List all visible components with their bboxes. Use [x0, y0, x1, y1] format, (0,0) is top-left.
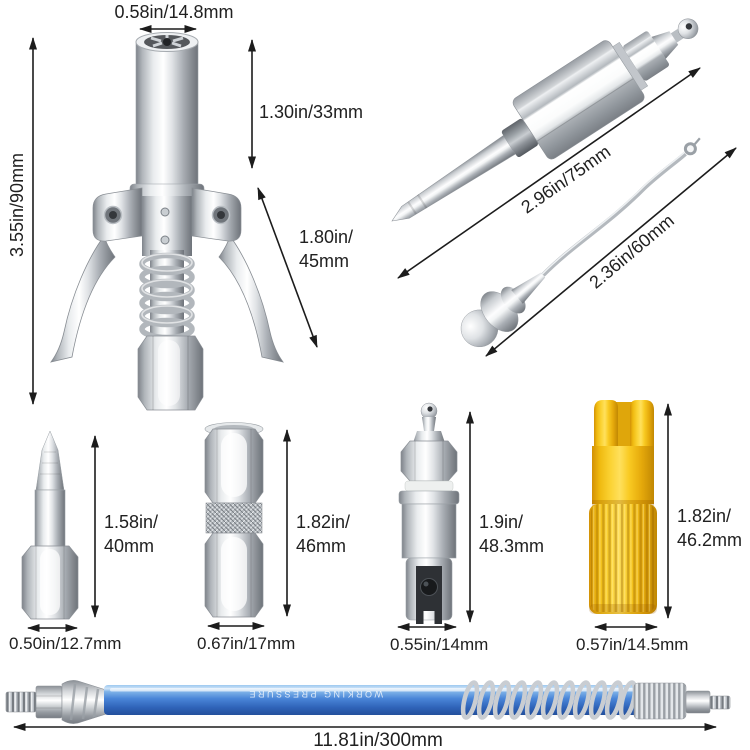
adapter-collar: [398, 490, 460, 505]
dim-coupler-barrel-height: 1.30in/33mm: [248, 39, 363, 169]
needle-short-label: 2.36in/60mm: [585, 210, 678, 292]
dim-hose-length: 11.81in/300mm: [13, 723, 717, 750]
dim-cap-height: 1.82in/ 46.2mm: [664, 403, 742, 619]
double-hex-coupler: [204, 422, 264, 618]
hose-right-hex-nut: [685, 690, 711, 714]
dim-cap-width: 0.57in/14.5mm: [576, 623, 688, 654]
coupler-claw-height-label-2: 45mm: [299, 251, 349, 271]
adapter-nipple-hole: [427, 406, 433, 412]
nozzle-height-label-1: 1.58in/: [104, 512, 158, 532]
dim-coupler-total-height: 3.55in/90mm: [7, 37, 37, 405]
cap-width-label: 0.57in/14.5mm: [576, 635, 688, 654]
adapter-body: [401, 503, 457, 559]
hex-coupler-height-label-1: 1.82in/: [296, 512, 350, 532]
coupler-tip-width-label: 0.58in/14.8mm: [114, 2, 233, 22]
yellow-cap: [589, 400, 657, 614]
hose-dense-coil: [633, 682, 687, 720]
coupler-barrel: [135, 41, 199, 189]
hose-left-crimp-ferrule: [61, 680, 107, 724]
cap-height-label-2: 46.2mm: [677, 530, 742, 550]
coupler-rivet-right: [211, 205, 231, 225]
cap-slot-back-wall: [616, 402, 632, 448]
dim-hex-coupler-width: 0.67in/17mm: [197, 622, 295, 653]
hex-coupler-knurl-band: [205, 502, 263, 534]
hose-length-label: 11.81in/300mm: [313, 730, 443, 750]
nozzle-cone: [35, 430, 65, 491]
nozzle-width-label: 0.50in/12.7mm: [9, 634, 121, 653]
dim-coupler-tip-width: 0.58in/14.8mm: [114, 2, 234, 33]
coupler-claw-left: [50, 235, 116, 363]
adapter-socket-ball: [420, 578, 438, 596]
hose-spring-guard: [460, 680, 638, 720]
cap-upper-body: [592, 446, 654, 504]
hose-left-hex-nut: [35, 685, 63, 719]
adapter-nipple-neck: [422, 417, 436, 431]
nozzle-cylinder: [34, 489, 66, 548]
hex-coupler-width-label: 0.67in/17mm: [197, 634, 295, 653]
coupler-pin-2: [160, 235, 170, 245]
adapter-socket-ball-highlight: [423, 581, 429, 587]
cap-section-shadow: [592, 500, 654, 506]
adapter-nipple-base: [413, 431, 445, 443]
dim-needle-short-length: 2.36in/60mm: [485, 147, 737, 357]
adapter-height-label-1: 1.9in/: [479, 512, 523, 532]
right-angle-adapter: [398, 402, 460, 624]
hose-highlight: [110, 688, 638, 692]
coupler-total-height-label: 3.55in/90mm: [7, 153, 27, 257]
nozzle-cone-ticks: [40, 451, 60, 475]
dim-nozzle-height: 1.58in/ 40mm: [91, 435, 158, 618]
needle-long-nipple-hole: [685, 23, 693, 30]
adapter-width-label: 0.55in/14mm: [390, 635, 488, 654]
needle-long-shaft: [391, 135, 516, 222]
nozzle-height-label-2: 40mm: [104, 536, 154, 556]
coupler-hex-nut: [137, 335, 204, 411]
needle-short-arrow: [485, 147, 737, 357]
needle-long-nipple-taper: [651, 31, 679, 59]
coupler-jaw-hole: [163, 38, 171, 46]
coupler-claw-height-arrow: [257, 187, 318, 348]
pointed-nozzle: [21, 430, 79, 620]
cap-ribbed-grip: [589, 504, 657, 614]
coupler-rivet-left: [103, 205, 123, 225]
dim-adapter-height: 1.9in/ 48.3mm: [466, 411, 544, 623]
coupler-claw-right: [218, 235, 284, 363]
nozzle-hex-base: [21, 545, 79, 620]
dim-coupler-claw-height: 1.80in/ 45mm: [257, 187, 353, 348]
needle-short-point: [693, 137, 701, 146]
hose-print-text: WORKING PRESSURE: [247, 689, 383, 699]
coupler-claw-height-label-1: 1.80in/: [299, 227, 353, 247]
extension-hose: WORKING PRESSURE: [5, 680, 731, 724]
coupler-barrel-height-label: 1.30in/33mm: [259, 102, 363, 122]
adapter-insulator-ring: [404, 480, 454, 492]
cap-prong-left: [594, 400, 618, 448]
coupler-pin-1: [160, 207, 170, 217]
dim-nozzle-width: 0.50in/12.7mm: [9, 624, 121, 653]
grease-coupler: [50, 32, 284, 411]
cap-prong-right: [630, 400, 654, 448]
adapter-height-label-2: 48.3mm: [479, 536, 544, 556]
hex-coupler-height-label-2: 46mm: [296, 536, 346, 556]
needle-long-nipple-neck: [670, 29, 684, 43]
cap-height-label-1: 1.82in/: [677, 506, 731, 526]
hex-coupler-lower-hex: [204, 532, 264, 618]
dim-adapter-width: 0.55in/14mm: [390, 623, 488, 654]
coupler-body: [142, 196, 192, 256]
adapter-hex: [400, 440, 458, 482]
coupler-spring: [139, 252, 195, 341]
dim-hex-coupler-height: 1.82in/ 46mm: [283, 429, 350, 617]
needle-long-label: 2.96in/75mm: [517, 141, 614, 217]
coupler-jaw-segments: [150, 35, 184, 48]
hose-right-thread-tip: [709, 695, 731, 710]
hose-left-thread-stud: [5, 691, 37, 713]
hex-coupler-upper-hex: [204, 428, 264, 504]
